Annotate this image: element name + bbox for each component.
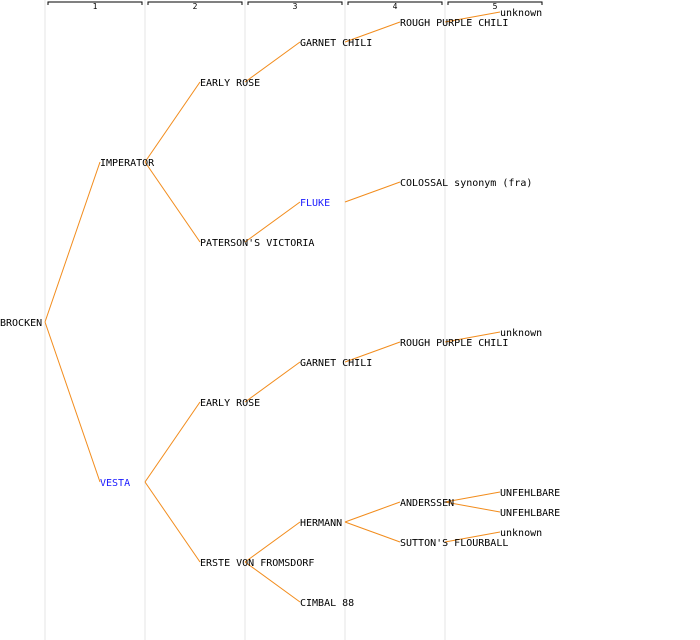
tree-node-label[interactable]: UNFEHLBARE bbox=[500, 488, 560, 499]
tree-edges bbox=[44, 11, 501, 603]
edge-n15-n20 bbox=[444, 501, 501, 513]
edge-n3-n7 bbox=[244, 41, 301, 83]
edge-n7-n12 bbox=[344, 21, 401, 43]
tree-node-label[interactable]: VESTA bbox=[100, 478, 130, 489]
edge-n0-n2 bbox=[44, 321, 101, 483]
tree-node-label[interactable]: IMPERATOR bbox=[100, 158, 155, 169]
tree-node-label[interactable]: CIMBAL 88 bbox=[300, 598, 354, 609]
edge-n1-n3 bbox=[144, 81, 201, 163]
tree-node-label[interactable]: ROUGH PURPLE CHILI bbox=[400, 18, 508, 29]
tree-node-label[interactable]: PATERSON'S VICTORIA bbox=[200, 238, 314, 249]
tree-node-label[interactable]: GARNET CHILI bbox=[300, 38, 372, 49]
tree-node-label[interactable]: unknown bbox=[500, 8, 542, 19]
tree-node-label[interactable]: COLOSSAL synonym (fra) bbox=[400, 178, 532, 189]
tree-node-label[interactable]: SUTTON'S FLOURBALL bbox=[400, 538, 508, 549]
generation-bracket-1 bbox=[47, 1, 143, 5]
edge-n2-n5 bbox=[144, 401, 201, 483]
edge-n1-n4 bbox=[144, 161, 201, 243]
generation-bracket-4 bbox=[347, 1, 443, 5]
edge-n5-n9 bbox=[244, 361, 301, 403]
tree-node-label[interactable]: HERMANN bbox=[300, 518, 342, 529]
tree-node-label[interactable]: EARLY ROSE bbox=[200, 78, 260, 89]
generation-bracket-5 bbox=[447, 1, 543, 5]
tree-node-label[interactable]: GARNET CHILI bbox=[300, 358, 372, 369]
edge-n12-n17 bbox=[444, 11, 501, 23]
tree-node-label[interactable]: UNFEHLBARE bbox=[500, 508, 560, 519]
tree-node-label[interactable]: unknown bbox=[500, 328, 542, 339]
tree-node-label[interactable]: unknown bbox=[500, 528, 542, 539]
edge-n4-n8 bbox=[244, 201, 301, 243]
tree-node-label[interactable]: BROCKEN bbox=[0, 318, 42, 329]
generation-label-4: 4 bbox=[393, 2, 398, 11]
tree-node-label[interactable]: ROUGH PURPLE CHILI bbox=[400, 338, 508, 349]
tree-node-label[interactable]: FLUKE bbox=[300, 198, 330, 209]
generation-label-3: 3 bbox=[293, 2, 298, 11]
edge-n9-n14 bbox=[344, 341, 401, 363]
edge-n6-n11 bbox=[244, 561, 301, 603]
generation-label-1: 1 bbox=[93, 2, 98, 11]
edge-n8-n13 bbox=[344, 181, 401, 203]
edge-n14-n18 bbox=[444, 331, 501, 343]
generation-label-5: 5 bbox=[493, 2, 498, 11]
tree-nodes: BROCKEN IMPERATOR VESTA EARLY ROSE PATERSON'… bbox=[0, 8, 560, 609]
edge-n0-n1 bbox=[44, 161, 101, 323]
tree-node-label[interactable]: EARLY ROSE bbox=[200, 398, 260, 409]
edge-n16-n21 bbox=[444, 531, 501, 543]
edge-n6-n10 bbox=[244, 521, 301, 563]
edge-n10-n16 bbox=[344, 521, 401, 543]
edge-n2-n6 bbox=[144, 481, 201, 563]
generation-bracket-2 bbox=[147, 1, 243, 5]
tree-node-label[interactable]: ERSTE VON FROMSDORF bbox=[200, 558, 314, 569]
generation-bracket-3 bbox=[247, 1, 343, 5]
generation-header: 1 2 3 4 5 bbox=[47, 1, 543, 11]
generation-label-2: 2 bbox=[193, 2, 198, 11]
generation-gridlines bbox=[44, 0, 446, 640]
edge-n15-n19 bbox=[444, 491, 501, 503]
edge-n10-n15 bbox=[344, 501, 401, 523]
tree-node-label[interactable]: ANDERSSEN bbox=[400, 498, 454, 509]
